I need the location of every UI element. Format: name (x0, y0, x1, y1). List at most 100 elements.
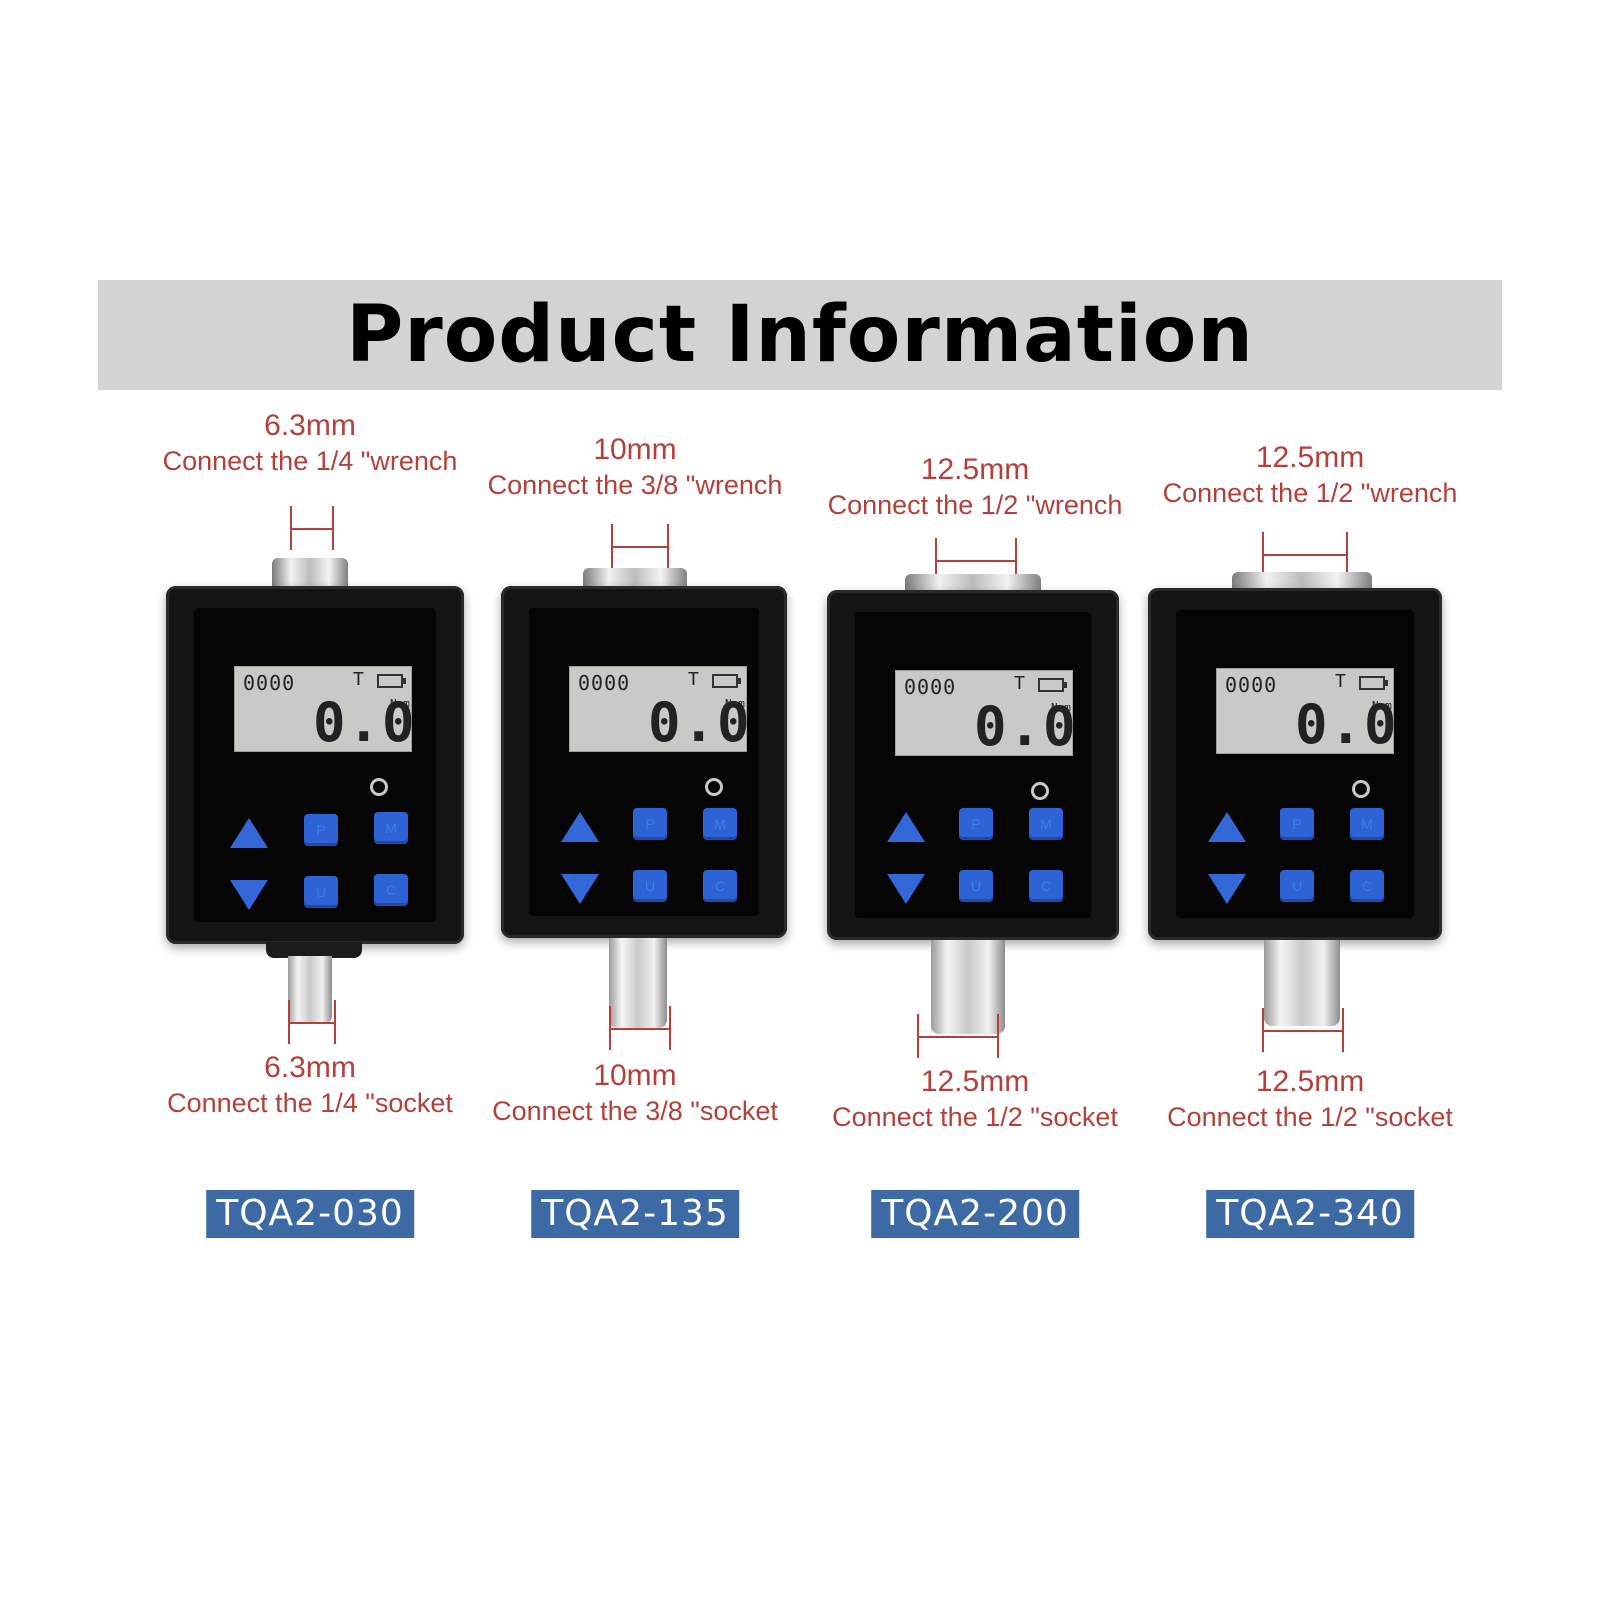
lcd-unit: N.m (1051, 701, 1071, 714)
p-button[interactable]: P (959, 808, 993, 840)
battery-icon (712, 674, 741, 688)
lcd-mode: T (353, 669, 364, 690)
product-card-1: 6.3mm Connect the 1/4 "wrench 0000 T 0.0… (140, 400, 480, 1260)
lcd-display: 0000 T 0.0 N.m (234, 666, 415, 754)
title-banner: Product Information (98, 280, 1502, 390)
lcd-unit: N.m (725, 697, 745, 710)
u-button[interactable]: U (304, 876, 338, 908)
bottom-connect-text: Connect the 1/2 "socket (832, 1102, 1118, 1132)
top-square-drive (272, 558, 348, 588)
lcd-value: 0.0 (313, 691, 417, 754)
device-face: 0000 T 0.0 N.m P M U C (855, 612, 1091, 918)
bottom-mm: 6.3mm (264, 1051, 356, 1084)
lcd-unit: N.m (1372, 699, 1392, 712)
top-mm: 12.5mm (920, 453, 1030, 486)
top-square-drive (1232, 572, 1372, 588)
top-connect-text: Connect the 3/8 "wrench (487, 470, 783, 500)
bottom-mm: 12.5mm (920, 1065, 1030, 1098)
device-face: 0000 T 0.0 N.m P M U C (1176, 610, 1414, 918)
lcd-display: 0000 T 0.0 N.m (569, 666, 750, 754)
top-dimension-label: 12.5mm Connect the 1/2 "wrench (1140, 440, 1480, 510)
lcd-counter: 0000 (243, 671, 296, 695)
m-button[interactable]: M (1029, 808, 1063, 840)
top-dimension-line (1262, 532, 1348, 576)
c-button[interactable]: C (374, 874, 408, 906)
c-button[interactable]: C (1350, 870, 1384, 902)
top-mm: 10mm (593, 433, 677, 466)
bottom-dimension-line (288, 1000, 336, 1044)
bottom-dimension-label: 10mm Connect the 3/8 "socket (465, 1058, 805, 1128)
lcd-counter: 0000 (578, 671, 631, 695)
indicator-led-icon (1031, 782, 1049, 800)
bottom-square-drive (609, 938, 667, 1028)
lcd-value: 0.0 (1295, 693, 1399, 756)
bottom-dimension-label: 12.5mm Connect the 1/2 "socket (805, 1064, 1145, 1134)
lcd-value: 0.0 (974, 695, 1078, 758)
top-dimension-label: 12.5mm Connect the 1/2 "wrench (805, 452, 1145, 522)
bottom-dimension-line (917, 1014, 999, 1058)
page-title: Product Information (346, 290, 1254, 380)
device-face: 0000 T 0.0 N.m P M U C (529, 608, 759, 916)
torque-adapter-body: 0000 T 0.0 N.m P M U C (827, 590, 1119, 940)
model-badge: TQA2-340 (1206, 1190, 1414, 1238)
bottom-dimension-line (1262, 1008, 1344, 1052)
triangle-down-icon[interactable] (1208, 874, 1246, 904)
top-dimension-line (935, 538, 1017, 582)
u-button[interactable]: U (633, 870, 667, 902)
lcd-counter: 0000 (904, 675, 957, 699)
battery-icon (1359, 676, 1388, 690)
lcd-mode: T (1335, 671, 1346, 692)
torque-adapter-body: 0000 T 0.0 N.m P M U C (166, 586, 464, 944)
c-button[interactable]: C (703, 870, 737, 902)
lcd-counter: 0000 (1225, 673, 1278, 697)
bottom-dimension-line (609, 1006, 671, 1050)
lcd-unit: N.m (390, 697, 410, 710)
bottom-mm: 10mm (593, 1059, 677, 1092)
bottom-connect-text: Connect the 1/4 "socket (167, 1088, 453, 1118)
top-dimension-line (290, 506, 334, 550)
bottom-dimension-label: 6.3mm Connect the 1/4 "socket (140, 1050, 480, 1120)
torque-adapter-body: 0000 T 0.0 N.m P M U C (1148, 588, 1442, 940)
bottom-dimension-label: 12.5mm Connect the 1/2 "socket (1140, 1064, 1480, 1134)
m-button[interactable]: M (374, 812, 408, 844)
model-badge: TQA2-135 (531, 1190, 739, 1238)
bottom-square-drive (288, 956, 332, 1024)
triangle-down-icon[interactable] (561, 874, 599, 904)
lcd-mode: T (1014, 673, 1025, 694)
lcd-display: 0000 T 0.0 N.m (895, 670, 1076, 758)
battery-icon (1038, 678, 1067, 692)
model-badge: TQA2-030 (206, 1190, 414, 1238)
bottom-connect-text: Connect the 1/2 "socket (1167, 1102, 1453, 1132)
p-button[interactable]: P (1280, 808, 1314, 840)
bottom-connect-text: Connect the 3/8 "socket (492, 1096, 778, 1126)
top-dimension-label: 6.3mm Connect the 1/4 "wrench (140, 408, 480, 478)
u-button[interactable]: U (1280, 870, 1314, 902)
torque-adapter-body: 0000 T 0.0 N.m P M U C (501, 586, 787, 938)
triangle-down-icon[interactable] (887, 874, 925, 904)
triangle-up-icon[interactable] (561, 812, 599, 842)
triangle-down-icon[interactable] (230, 880, 268, 910)
bottom-square-drive (931, 940, 1005, 1034)
model-badge: TQA2-200 (871, 1190, 1079, 1238)
p-button[interactable]: P (304, 814, 338, 846)
top-square-drive (583, 568, 687, 586)
m-button[interactable]: M (703, 808, 737, 840)
p-button[interactable]: P (633, 808, 667, 840)
triangle-up-icon[interactable] (230, 818, 268, 848)
m-button[interactable]: M (1350, 808, 1384, 840)
top-connect-text: Connect the 1/2 "wrench (1162, 478, 1458, 508)
lcd-display: 0000 T 0.0 N.m (1216, 668, 1397, 756)
device-face: 0000 T 0.0 N.m P M U C (194, 608, 436, 922)
triangle-up-icon[interactable] (887, 812, 925, 842)
c-button[interactable]: C (1029, 870, 1063, 902)
product-card-2: 10mm Connect the 3/8 "wrench 0000 T 0.0 … (465, 400, 805, 1260)
u-button[interactable]: U (959, 870, 993, 902)
top-mm: 6.3mm (264, 409, 356, 442)
battery-icon (377, 674, 406, 688)
triangle-up-icon[interactable] (1208, 812, 1246, 842)
product-card-4: 12.5mm Connect the 1/2 "wrench 0000 T 0.… (1140, 400, 1480, 1260)
top-dimension-line (611, 524, 669, 568)
drive-collar (266, 942, 362, 958)
indicator-led-icon (1352, 780, 1370, 798)
top-square-drive (905, 574, 1041, 590)
